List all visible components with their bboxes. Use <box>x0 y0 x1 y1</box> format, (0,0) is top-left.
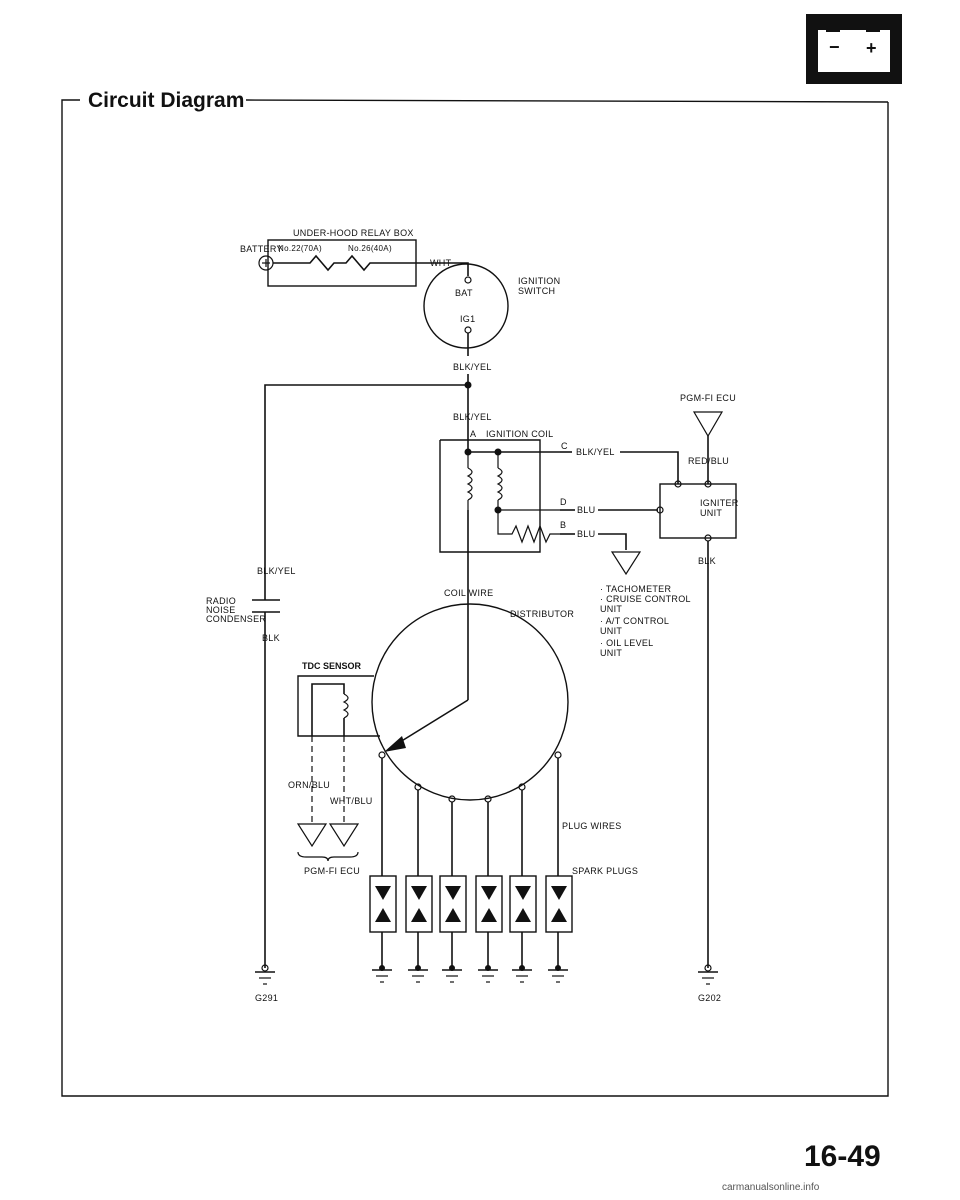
tdc-connector-1 <box>296 823 328 848</box>
distributor-label: DISTRIBUTOR <box>510 609 574 619</box>
spark-plugs-label: SPARK PLUGS <box>572 866 638 876</box>
ignition-coil <box>439 439 541 553</box>
spark-plug-1 <box>369 875 397 968</box>
page-number: 16-49 <box>804 1140 881 1173</box>
wire-blk-yel-1: BLK/YEL <box>453 362 492 372</box>
ecu-bracket <box>297 851 359 862</box>
terminal-b-label: B <box>560 520 566 530</box>
distributor <box>371 603 569 801</box>
ecu-top-connector <box>692 411 724 438</box>
tach-list: · TACHOMETER · CRUISE CONTROL UNIT · A/T… <box>600 584 691 658</box>
battery-label: BATTERY <box>240 244 283 254</box>
wire-blk-yel-2: BLK/YEL <box>453 412 492 422</box>
radio-noise-label: RADIO <box>206 596 236 606</box>
fuse-22-label: No.22(70A) <box>278 244 322 253</box>
igniter-unit-label: IGNITER <box>700 498 739 508</box>
igniter-unit <box>656 480 737 542</box>
battery-icon: − + <box>806 14 902 84</box>
diagram-frame <box>61 99 889 1097</box>
radio-noise-label-2: NOISE <box>206 605 236 615</box>
plug-grounds <box>372 965 568 983</box>
svg-text:UNIT: UNIT <box>600 604 622 614</box>
svg-text:· A/T CONTROL: · A/T CONTROL <box>600 616 669 626</box>
tdc-connector-2 <box>328 823 360 848</box>
primary-winding <box>466 467 473 501</box>
svg-text:· TACHOMETER: · TACHOMETER <box>600 584 671 594</box>
wire-orn-blu: ORN/BLU <box>288 780 330 790</box>
coil-wire-label: COIL WIRE <box>444 588 493 598</box>
ignition-switch-label: IGNITION <box>518 276 560 286</box>
relay-box-label: UNDER-HOOD RELAY BOX <box>293 228 414 238</box>
ground-g202 <box>698 964 718 985</box>
svg-text:· OIL LEVEL: · OIL LEVEL <box>600 638 654 648</box>
svg-text:UNIT: UNIT <box>600 648 622 658</box>
ig1-terminal-label: IG1 <box>460 314 475 324</box>
wire-red-blu: RED/BLU <box>688 456 729 466</box>
battery-plus: + <box>866 38 877 58</box>
wire-wht-blu: WHT/BLU <box>330 796 373 806</box>
bat-terminal-label: BAT <box>455 288 473 298</box>
ignition-switch <box>423 263 509 356</box>
wire-blk-yel-left: BLK/YEL <box>257 566 296 576</box>
spark-plug-2 <box>405 875 433 968</box>
battery-terminal <box>258 255 274 271</box>
spark-plug-5 <box>509 875 537 968</box>
igniter-unit-label-2: UNIT <box>700 508 722 518</box>
plug-wires <box>381 758 559 876</box>
svg-text:· CRUISE CONTROL: · CRUISE CONTROL <box>600 594 691 604</box>
ignition-switch-label-2: SWITCH <box>518 286 555 296</box>
terminal-a-label: A <box>470 429 476 439</box>
tdc-sensor-label: TDC SENSOR <box>302 661 362 671</box>
ground-g202-label: G202 <box>698 993 721 1003</box>
spark-plug-3 <box>439 875 467 968</box>
footer-watermark: carmanualsonline.info <box>722 1182 820 1193</box>
ignition-coil-label: IGNITION COIL <box>486 429 553 439</box>
ground-g291-label: G291 <box>255 993 278 1003</box>
terminal-c-label: C <box>561 441 568 451</box>
battery-minus: − <box>829 37 840 57</box>
wire-blu-b: BLU <box>577 529 595 539</box>
wire-wht-label: WHT <box>430 258 452 268</box>
wire-blk-yel-c: BLK/YEL <box>576 447 615 457</box>
secondary-winding <box>496 467 503 501</box>
fuse-elements <box>273 254 416 272</box>
resistor <box>497 510 560 544</box>
wire-blk-right: BLK <box>698 556 716 566</box>
plug-wires-label: PLUG WIRES <box>562 821 622 831</box>
ground-g291 <box>255 964 275 985</box>
radio-noise-label-3: CONDENSER <box>206 614 266 624</box>
svg-text:UNIT: UNIT <box>600 626 622 636</box>
pgm-fi-ecu-top-label: PGM-FI ECU <box>680 393 736 403</box>
tdc-sensor <box>297 675 380 737</box>
radio-noise-condenser <box>252 599 280 613</box>
spark-plug-6 <box>545 875 573 968</box>
pgm-fi-ecu-bottom-label: PGM-FI ECU <box>304 866 360 876</box>
page-title: Circuit Diagram <box>88 89 244 112</box>
tach-connector-arrow <box>610 551 642 576</box>
spark-plugs <box>369 875 573 968</box>
terminal-d-label: D <box>560 497 567 507</box>
wire-blu-d: BLU <box>577 505 595 515</box>
wire-blk-left: BLK <box>262 633 280 643</box>
spark-plug-4 <box>475 875 503 968</box>
fuse-26-label: No.26(40A) <box>348 244 392 253</box>
